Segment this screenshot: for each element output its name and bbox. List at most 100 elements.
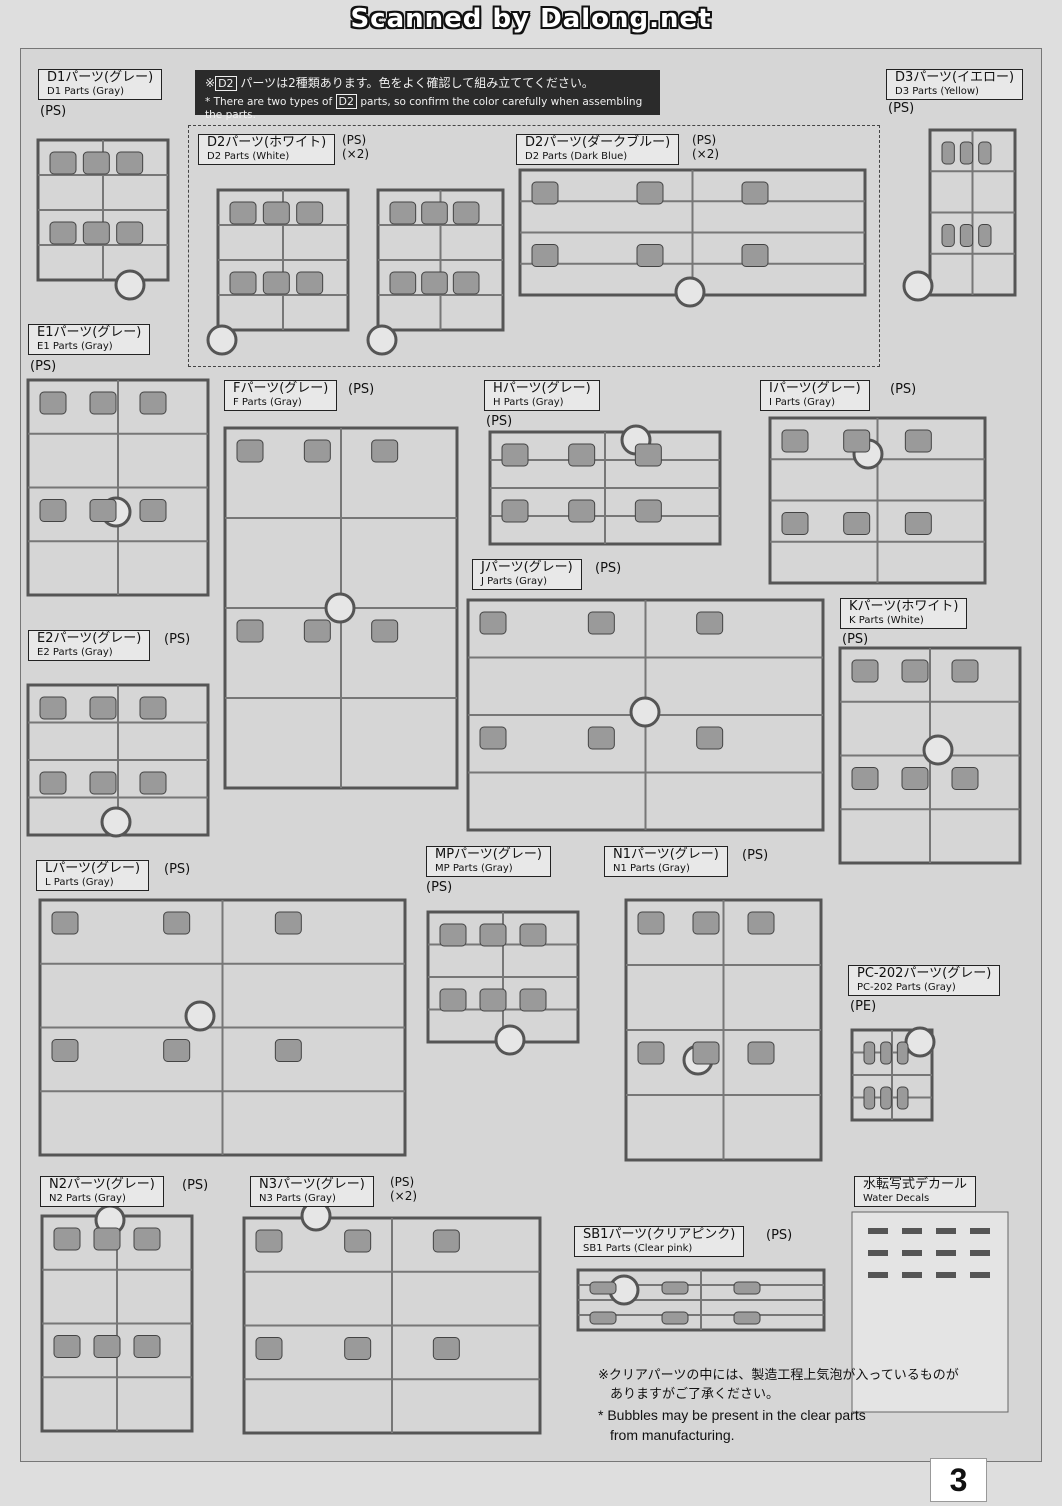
runner-part-shape	[904, 512, 932, 535]
runner-part-shape	[747, 911, 775, 935]
runner-part-shape	[371, 619, 399, 643]
runner-gate-ring	[324, 592, 356, 624]
material-sb1: (PS)	[766, 1228, 793, 1243]
runner-part-shape	[421, 271, 448, 295]
material-d2-darkblue: (PS)(×2)	[692, 133, 720, 161]
runner-part-shape	[439, 988, 467, 1012]
runner-part-shape	[941, 224, 955, 247]
runner-part-shape	[531, 244, 559, 267]
runner-part-shape	[747, 1041, 775, 1065]
runner-part-shape	[51, 1039, 79, 1062]
runner-part-shape	[661, 1311, 689, 1325]
runner-part-shape	[637, 1041, 665, 1065]
runner-part-shape	[634, 443, 662, 467]
runner-part-shape	[951, 659, 979, 683]
label-d3: D3パーツ(イエロー)D3 Parts (Yellow)	[886, 69, 1024, 101]
runner-gate-ring	[366, 324, 398, 356]
runner-part-shape	[843, 512, 871, 535]
runner-part-shape	[896, 1086, 909, 1110]
runner-part-shape	[89, 391, 117, 415]
runner-part-shape	[587, 726, 615, 750]
label-k: Kパーツ(ホワイト)K Parts (White)	[840, 598, 968, 630]
runner-gate-ring	[904, 1026, 936, 1058]
runner-part-shape	[82, 151, 110, 175]
decal-mark	[936, 1228, 956, 1234]
material-j: (PS)	[595, 561, 622, 576]
label-f: Fパーツ(グレー)F Parts (Gray)	[224, 380, 338, 412]
runner-part-shape	[531, 181, 559, 205]
runner-part-shape	[139, 391, 167, 415]
runner-part-shape	[303, 619, 331, 643]
label-d2-white: D2パーツ(ホワイト)D2 Parts (White)	[198, 134, 336, 166]
runner-part-shape	[568, 443, 596, 467]
runner-part-shape	[303, 439, 331, 463]
decal-mark	[902, 1272, 922, 1278]
label-sb1: SB1パーツ(クリアピンク)SB1 Parts (Clear pink)	[574, 1226, 745, 1258]
decal-mark	[970, 1250, 990, 1256]
decal-mark	[868, 1272, 888, 1278]
runner-part-shape	[692, 911, 720, 935]
runner-part-shape	[634, 499, 662, 523]
runner-part-shape	[296, 271, 324, 295]
runner-part-shape	[904, 429, 932, 453]
runner-part-shape	[139, 499, 167, 522]
runner-gate-ring	[922, 734, 954, 766]
runner-part-shape	[82, 221, 110, 245]
runner-part-shape	[519, 988, 547, 1012]
runner-part-shape	[896, 1041, 909, 1065]
runner-part-shape	[371, 439, 399, 463]
runner-part-shape	[741, 181, 769, 205]
material-n1: (PS)	[742, 848, 769, 863]
runner-part-shape	[116, 221, 144, 245]
runner-part-shape	[501, 443, 529, 467]
material-k: (PS)	[842, 632, 869, 647]
runner-part-shape	[262, 271, 290, 295]
runner-part-shape	[479, 923, 507, 947]
runner-part-shape	[636, 181, 664, 205]
label-pc202: PC-202パーツ(グレー)PC-202 Parts (Gray)	[848, 965, 1001, 997]
label-d1: D1パーツ(グレー)D1 Parts (Gray)	[38, 69, 163, 101]
runner-part-shape	[432, 1337, 460, 1360]
runner-part-shape	[236, 619, 264, 643]
runner-part-shape	[432, 1229, 460, 1253]
runner-part-shape	[236, 439, 264, 463]
decal-mark	[936, 1250, 956, 1256]
runner-part-shape	[741, 244, 769, 267]
material-f: (PS)	[348, 382, 375, 397]
runner-part-shape	[49, 221, 77, 245]
decal-mark	[902, 1250, 922, 1256]
scanner-watermark: Scanned by Dalong.net	[350, 4, 712, 34]
runner-part-shape	[589, 1311, 617, 1325]
runner-part-shape	[274, 911, 302, 935]
material-d3: (PS)	[888, 101, 915, 116]
runner-part-shape	[959, 141, 974, 165]
d2-tag: D2	[335, 94, 357, 109]
runner-gate-ring	[206, 324, 238, 356]
runner-part-shape	[133, 1227, 161, 1251]
runner-part-shape	[89, 499, 117, 522]
runner-part-shape	[139, 696, 167, 720]
runner-part-shape	[274, 1039, 302, 1062]
material-e1: (PS)	[30, 359, 57, 374]
d2-notice: ※D2 パーツは2種類あります。色をよく確認して組み立ててください。 * The…	[195, 70, 660, 121]
runner-part-shape	[851, 767, 879, 790]
label-n1: N1パーツ(グレー)N1 Parts (Gray)	[604, 846, 728, 878]
runner-part-shape	[39, 771, 67, 795]
runner-part-shape	[941, 141, 955, 165]
material-n2: (PS)	[182, 1178, 209, 1193]
runner-part-shape	[479, 611, 507, 635]
label-i: Iパーツ(グレー)I Parts (Gray)	[760, 380, 870, 412]
runner-part-shape	[39, 391, 67, 415]
label-h: Hパーツ(グレー)H Parts (Gray)	[484, 380, 600, 412]
runner-gate-ring	[184, 1000, 216, 1032]
runner-part-shape	[863, 1041, 876, 1065]
label-e2: E2パーツ(グレー)E2 Parts (Gray)	[28, 630, 151, 662]
runner-part-shape	[843, 429, 871, 453]
runner-part-shape	[661, 1281, 689, 1295]
runner-part-shape	[959, 224, 974, 247]
runner-gate-ring	[494, 1024, 526, 1056]
runner-part-shape	[255, 1337, 283, 1360]
runner-part-shape	[439, 923, 467, 947]
material-n3: (PS)(×2)	[390, 1175, 418, 1203]
